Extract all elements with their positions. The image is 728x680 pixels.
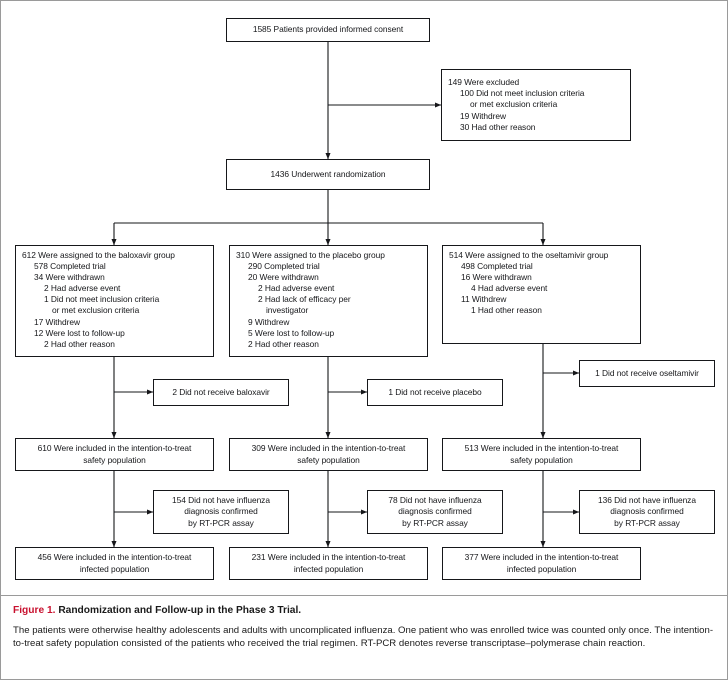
placebo-no-pcr-line-1: 78 Did not have influenza	[388, 495, 482, 506]
baloxavir-infected-line-2: infected population	[79, 563, 150, 574]
node-placebo-safety-population: 309 Were included in the intention-to-tr…	[229, 438, 428, 471]
node-did-not-receive-baloxavir-label: 2 Did not receive baloxavir	[172, 386, 270, 397]
placebo-line-4: 2 Had adverse event	[258, 283, 335, 294]
placebo-safety-line-1: 309 Were included in the intention-to-tr…	[251, 443, 406, 454]
baloxavir-line-4: 2 Had adverse event	[44, 283, 121, 294]
node-did-not-receive-baloxavir: 2 Did not receive baloxavir	[153, 379, 289, 406]
baloxavir-line-8: 12 Were lost to follow-up	[34, 327, 125, 338]
node-placebo-infected-population: 231 Were included in the intention-to-tr…	[229, 547, 428, 580]
node-baloxavir-assigned: 612 Were assigned to the baloxavir group…	[15, 245, 214, 357]
placebo-line-5: 2 Had lack of efficacy per	[258, 294, 351, 305]
excluded-line-2: 100 Did not meet inclusion criteria	[460, 88, 585, 99]
node-oseltamivir-safety-population: 513 Were included in the intention-to-tr…	[442, 438, 641, 471]
figure-caption-title: Figure 1. Randomization and Follow-up in…	[13, 605, 715, 617]
placebo-line-7: 9 Withdrew	[248, 316, 290, 327]
baloxavir-no-pcr-line-3: by RT-PCR assay	[188, 517, 254, 528]
oseltamivir-line-5: 11 Withdrew	[461, 294, 507, 305]
consort-flow-diagram: 1585 Patients provided informed consent …	[1, 1, 727, 595]
placebo-line-1: 310 Were assigned to the placebo group	[236, 250, 385, 260]
baloxavir-line-2: 578 Completed trial	[34, 261, 106, 272]
node-oseltamivir-infected-population: 377 Were included in the intention-to-tr…	[442, 547, 641, 580]
node-oseltamivir-assigned: 514 Were assigned to the oseltamivir gro…	[442, 245, 641, 344]
baloxavir-safety-line-1: 610 Were included in the intention-to-tr…	[37, 443, 192, 454]
baloxavir-infected-line-1: 456 Were included in the intention-to-tr…	[37, 552, 192, 563]
figure-number-label: Figure 1.	[13, 605, 56, 616]
node-underwent-randomization-label: 1436 Underwent randomization	[270, 168, 386, 179]
baloxavir-line-3: 34 Were withdrawn	[34, 272, 105, 283]
node-did-not-receive-placebo: 1 Did not receive placebo	[367, 379, 503, 406]
oseltamivir-safety-line-2: safety population	[510, 454, 573, 465]
placebo-no-pcr-line-3: by RT-PCR assay	[402, 517, 468, 528]
oseltamivir-line-6: 1 Had other reason	[471, 305, 542, 316]
node-oseltamivir-no-pcr: 136 Did not have influenza diagnosis con…	[579, 490, 715, 534]
baloxavir-line-5: 1 Did not meet inclusion criteria	[44, 294, 160, 305]
oseltamivir-no-pcr-line-2: diagnosis confirmed	[610, 506, 684, 517]
placebo-line-3: 20 Were withdrawn	[248, 272, 319, 283]
node-did-not-receive-oseltamivir: 1 Did not receive oseltamivir	[579, 360, 715, 387]
figure-caption-body: The patients were otherwise healthy adol…	[13, 625, 714, 650]
node-underwent-randomization: 1436 Underwent randomization	[226, 159, 430, 190]
node-excluded: 149 Were excluded 100 Did not meet inclu…	[441, 69, 631, 141]
node-did-not-receive-placebo-label: 1 Did not receive placebo	[388, 386, 482, 397]
node-placebo-no-pcr: 78 Did not have influenza diagnosis conf…	[367, 490, 503, 534]
placebo-no-pcr-line-2: diagnosis confirmed	[398, 506, 472, 517]
placebo-line-2: 290 Completed trial	[248, 261, 320, 272]
node-baloxavir-no-pcr: 154 Did not have influenza diagnosis con…	[153, 490, 289, 534]
node-placebo-assigned: 310 Were assigned to the placebo group 2…	[229, 245, 428, 357]
excluded-line-4: 19 Withdrew	[460, 110, 506, 121]
placebo-line-9: 2 Had other reason	[248, 338, 319, 349]
oseltamivir-infected-line-2: infected population	[506, 563, 577, 574]
oseltamivir-no-pcr-line-1: 136 Did not have influenza	[598, 495, 696, 506]
baloxavir-no-pcr-line-1: 154 Did not have influenza	[172, 495, 270, 506]
baloxavir-line-7: 17 Withdrew	[34, 316, 80, 327]
excluded-line-5: 30 Had other reason	[460, 121, 536, 132]
node-baloxavir-safety-population: 610 Were included in the intention-to-tr…	[15, 438, 214, 471]
node-did-not-receive-oseltamivir-label: 1 Did not receive oseltamivir	[595, 367, 699, 378]
node-baloxavir-infected-population: 456 Were included in the intention-to-tr…	[15, 547, 214, 580]
oseltamivir-line-3: 16 Were withdrawn	[461, 272, 532, 283]
oseltamivir-no-pcr-line-3: by RT-PCR assay	[614, 517, 680, 528]
oseltamivir-infected-line-1: 377 Were included in the intention-to-tr…	[464, 552, 619, 563]
figure-caption: Figure 1. Randomization and Follow-up in…	[1, 595, 727, 679]
node-informed-consent-label: 1585 Patients provided informed consent	[252, 24, 404, 35]
baloxavir-line-9: 2 Had other reason	[44, 338, 115, 349]
node-informed-consent: 1585 Patients provided informed consent	[226, 18, 430, 42]
excluded-line-3: or met exclusion criteria	[470, 99, 558, 110]
excluded-line-1: 149 Were excluded	[448, 77, 520, 88]
baloxavir-line-1: 612 Were assigned to the baloxavir group	[22, 250, 175, 260]
figure-title-text: Randomization and Follow-up in the Phase…	[58, 605, 302, 616]
baloxavir-safety-line-2: safety population	[83, 454, 146, 465]
oseltamivir-safety-line-1: 513 Were included in the intention-to-tr…	[464, 443, 619, 454]
placebo-line-8: 5 Were lost to follow-up	[248, 327, 335, 338]
oseltamivir-line-2: 498 Completed trial	[461, 261, 533, 272]
placebo-line-6: investigator	[266, 305, 309, 316]
placebo-safety-line-2: safety population	[297, 454, 360, 465]
oseltamivir-line-4: 4 Had adverse event	[471, 283, 548, 294]
placebo-infected-line-1: 231 Were included in the intention-to-tr…	[251, 552, 406, 563]
baloxavir-no-pcr-line-2: diagnosis confirmed	[184, 506, 258, 517]
placebo-infected-line-2: infected population	[293, 563, 364, 574]
oseltamivir-line-1: 514 Were assigned to the oseltamivir gro…	[449, 250, 609, 260]
baloxavir-line-6: or met exclusion criteria	[52, 305, 140, 316]
